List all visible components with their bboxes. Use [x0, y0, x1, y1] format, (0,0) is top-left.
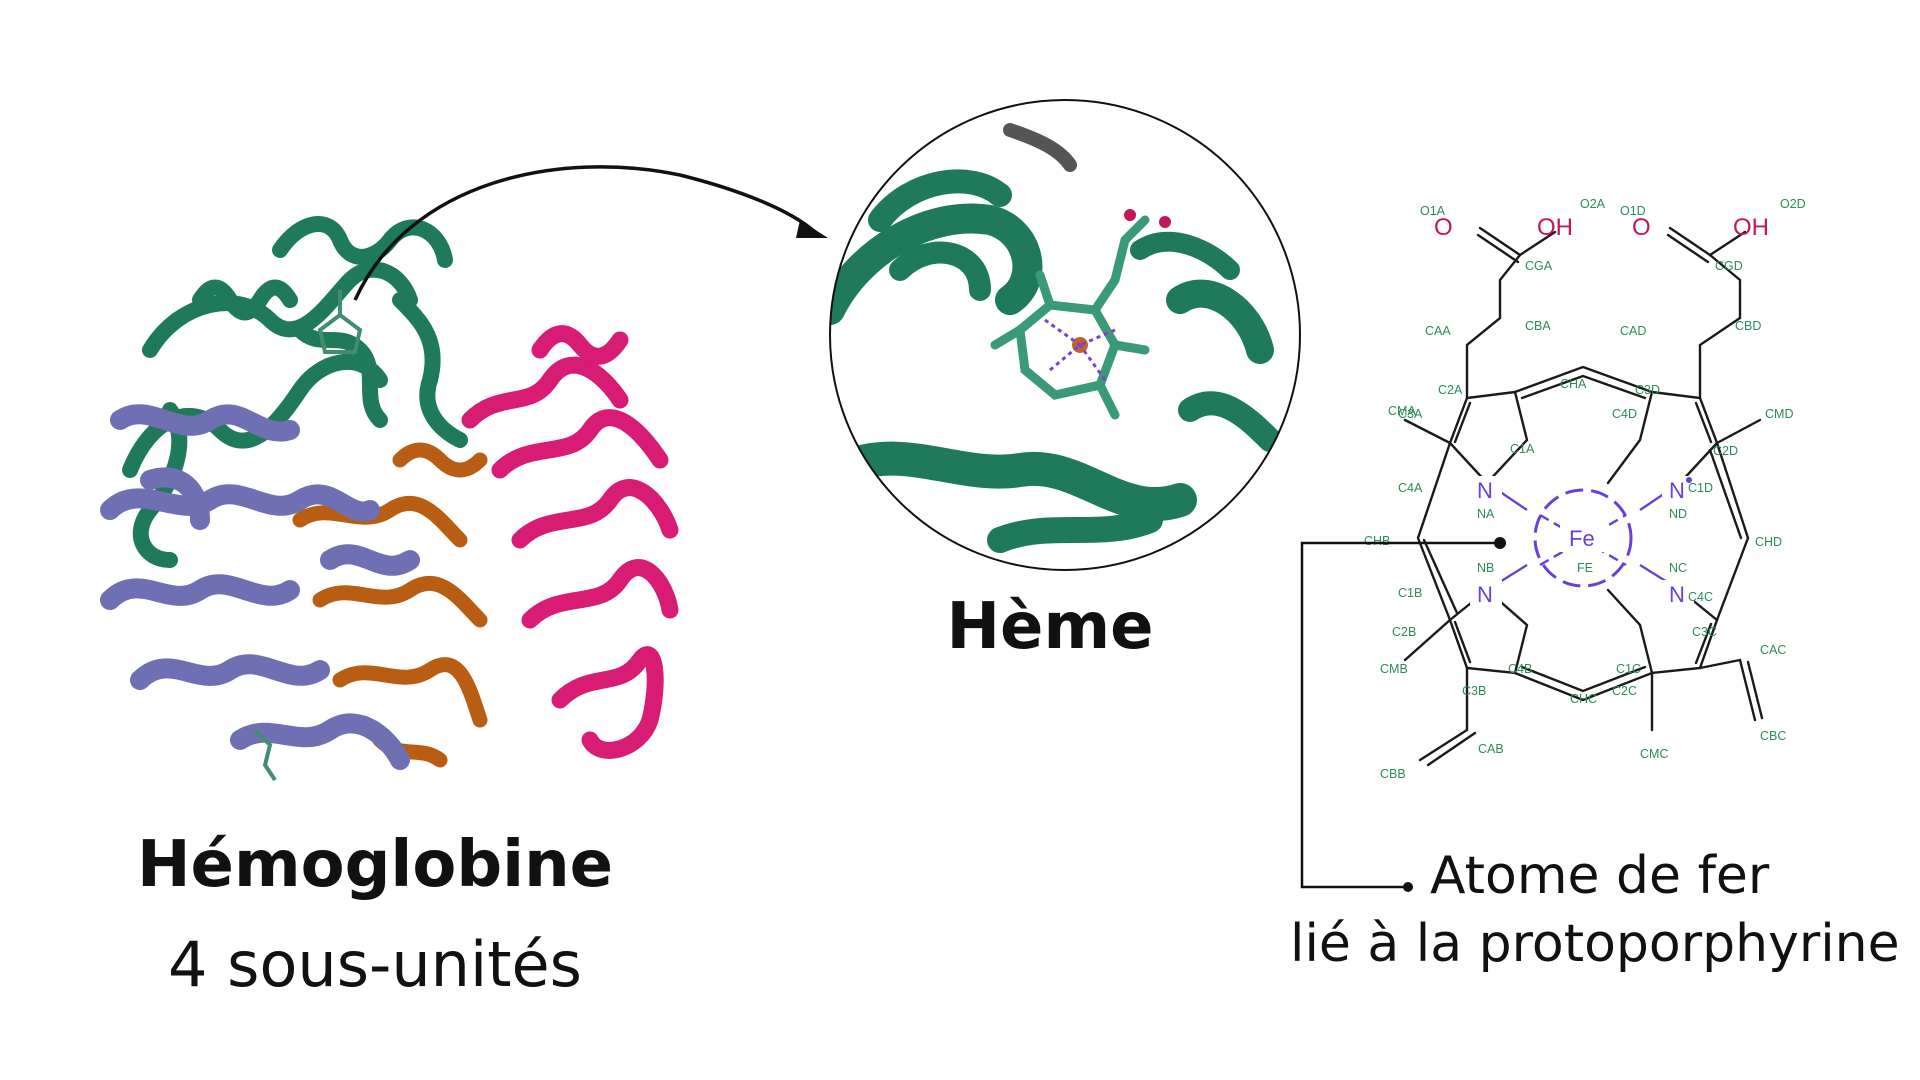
- protoporphyrin-structure: N N N N Fe O OH O OH O1A O2A O1D O2D CGA CGD C…: [1364, 197, 1806, 781]
- atom-label-c4a: C4A: [1398, 481, 1423, 495]
- atom-label-c2d: C2D: [1713, 444, 1738, 458]
- atom-label-cgd: CGD: [1715, 259, 1743, 273]
- nitrogen-nd: N: [1669, 478, 1685, 503]
- atom-label-nc: NC: [1669, 561, 1687, 575]
- iron-ring: [1533, 488, 1633, 588]
- atom-label-c1b: C1B: [1398, 586, 1422, 600]
- subunit-lavender: [100, 404, 420, 770]
- atom-label-c4c: C4C: [1688, 590, 1713, 604]
- subunit-green: [122, 216, 468, 568]
- atom-label-fe: FE: [1577, 561, 1593, 575]
- atom-label-na: NA: [1477, 507, 1495, 521]
- iron-callout-line: [1300, 541, 1500, 889]
- atom-label-nb: NB: [1477, 561, 1494, 575]
- atom-label-c2b: C2B: [1392, 625, 1416, 639]
- hydroxyl-o2d: OH: [1733, 214, 1769, 241]
- atom-label-cmd: CMD: [1765, 407, 1793, 421]
- oxygen-o1d: O: [1632, 214, 1651, 241]
- atom-label-cad: CAD: [1620, 324, 1646, 338]
- atom-label-chb: CHB: [1364, 534, 1390, 548]
- atom-label-c3c: C3C: [1692, 625, 1717, 639]
- atom-label-chc: CHC: [1570, 692, 1597, 706]
- atom-label-o2a: O2A: [1580, 197, 1606, 211]
- atom-label-cbd: CBD: [1735, 319, 1761, 333]
- atom-label-cha: CHA: [1560, 377, 1587, 391]
- atom-label-nd: ND: [1669, 507, 1687, 521]
- atom-label-c2c: C2C: [1612, 684, 1637, 698]
- atom-label-c2a: C2A: [1438, 383, 1463, 397]
- atom-label-cma: CMA: [1388, 404, 1416, 418]
- atom-label-cac: CAC: [1760, 643, 1786, 657]
- oxygen-o1a: O: [1434, 214, 1453, 241]
- atom-label-cba: CBA: [1525, 319, 1551, 333]
- atom-label-c1d: C1D: [1688, 481, 1713, 495]
- atom-label-c3b: C3B: [1462, 684, 1486, 698]
- nitrogen-nc: N: [1669, 582, 1685, 607]
- atom-label-o2d: O2D: [1780, 197, 1806, 211]
- zoom-circle-border: [829, 99, 1301, 571]
- atom-label-cmc: CMC: [1640, 747, 1668, 761]
- atom-label-o1d: O1D: [1620, 204, 1646, 218]
- atom-label-chd: CHD: [1755, 535, 1782, 549]
- zoom-arrow: [353, 165, 817, 301]
- atom-label-o1a: O1A: [1420, 204, 1446, 218]
- atom-label-c3d: C3D: [1635, 383, 1660, 397]
- iron-callout-dot: [1494, 537, 1506, 549]
- atom-label-cab: CAB: [1478, 742, 1504, 756]
- atom-label-c4d: C4D: [1612, 407, 1637, 421]
- hemoglobin-subtitle: 4 sous-unités: [168, 928, 582, 1001]
- atom-label-c1a: C1A: [1510, 442, 1535, 456]
- nitrogen-na: N: [1477, 478, 1493, 503]
- callout-text-dot: [1403, 882, 1413, 892]
- nitrogen-nb: N: [1477, 582, 1493, 607]
- atom-label-c3a: C3A: [1398, 407, 1423, 421]
- atom-label-cbb: CBB: [1380, 767, 1406, 781]
- heme-sticks-zoom: [990, 215, 1150, 420]
- atom-label-c4b: C4B: [1508, 662, 1532, 676]
- atom-label-cmb: CMB: [1380, 662, 1408, 676]
- hemoglobin-title: Hémoglobine: [136, 828, 614, 902]
- heme-zoom-circle: [830, 100, 1300, 570]
- iron-symbol: Fe: [1569, 526, 1595, 551]
- atom-label-cga: CGA: [1525, 259, 1553, 273]
- atom-label-c1c: C1C: [1616, 662, 1641, 676]
- hydroxyl-o2a: OH: [1537, 214, 1573, 241]
- hemoglobin-structure-image: [100, 216, 679, 782]
- iron-callout-line1: Atome de fer: [1430, 846, 1770, 906]
- heme-sticks: [253, 290, 363, 782]
- heme-title: Hème: [946, 590, 1154, 664]
- iron-callout-line2: lié à la protoporphyrine: [1290, 914, 1900, 974]
- atom-label-cbc: CBC: [1760, 729, 1786, 743]
- subunit-magenta: [461, 325, 679, 759]
- zoom-arrow-head: [796, 220, 828, 238]
- atom-label-caa: CAA: [1425, 324, 1451, 338]
